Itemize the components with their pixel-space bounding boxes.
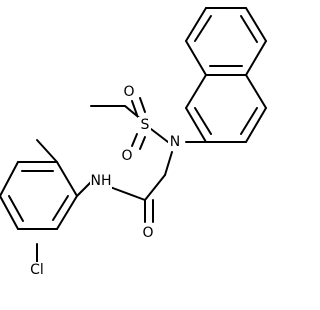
bond — [52, 195, 69, 221]
bond — [8, 195, 24, 222]
bond — [185, 40, 207, 76]
bond — [245, 40, 267, 76]
bond — [185, 74, 207, 109]
sulfur-atom-label: S — [141, 117, 150, 133]
bond — [185, 7, 207, 42]
sulfonamide-nitrogen-label: N — [170, 134, 180, 150]
bond — [139, 136, 146, 150]
bond — [36, 139, 58, 163]
bond — [194, 15, 212, 42]
bond — [56, 195, 78, 230]
sulfonyl-oxygen-upper-label: O — [123, 84, 134, 100]
bond — [194, 107, 212, 135]
molecule-structure: S O O N NH O Cl — [0, 7, 267, 278]
amide-nh-label: NH — [91, 173, 112, 189]
bond — [56, 161, 78, 197]
bond-lines — [0, 7, 267, 263]
bond — [240, 15, 258, 43]
bond — [144, 174, 166, 201]
bond — [131, 100, 138, 116]
sulfonyl-oxygen-lower-label: O — [121, 148, 132, 164]
chlorine-atom-label: Cl — [30, 262, 44, 278]
bond — [131, 133, 138, 147]
atom-labels: S O O N NH O Cl — [29, 84, 182, 278]
carbonyl-oxygen-label: O — [142, 225, 153, 241]
bond — [245, 7, 267, 42]
bond — [150, 128, 169, 143]
bond — [0, 195, 19, 230]
bond — [139, 97, 146, 113]
bond — [164, 151, 173, 176]
bond — [240, 107, 258, 135]
bond — [245, 107, 267, 143]
bond — [0, 161, 19, 197]
bond — [76, 180, 93, 197]
bond — [245, 74, 267, 109]
bond — [185, 107, 207, 143]
bond — [109, 186, 146, 201]
